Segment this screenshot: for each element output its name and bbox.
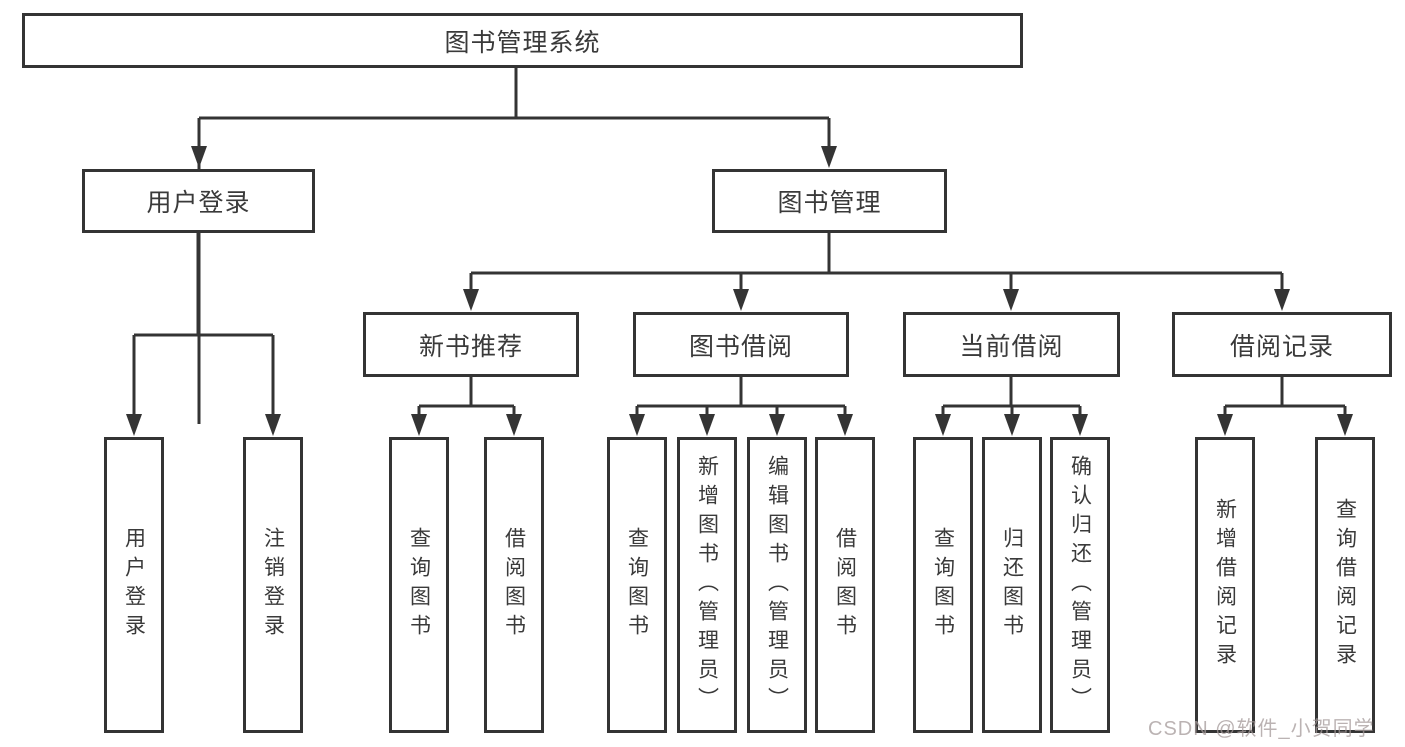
node-label: 图书借阅 bbox=[688, 332, 793, 361]
leaf-label: 查询借阅记录 bbox=[1333, 498, 1357, 672]
leaf-label: 新增借阅记录 bbox=[1213, 498, 1237, 672]
leaf-label: 归还图书 bbox=[1000, 527, 1024, 643]
leaf-user-login: 用户登录 bbox=[104, 437, 164, 733]
leaf-add-books-admin: 新增图书（管理员） bbox=[677, 437, 737, 733]
leaf-label: 借阅图书 bbox=[833, 527, 857, 643]
leaf-query-books-current: 查询图书 bbox=[913, 437, 973, 733]
node-current-borrow: 当前借阅 bbox=[903, 312, 1120, 377]
leaf-label: 注销登录 bbox=[261, 527, 285, 643]
leaf-label: 借阅图书 bbox=[502, 527, 526, 643]
leaf-logout: 注销登录 bbox=[243, 437, 303, 733]
leaf-confirm-return-admin: 确认归还（管理员） bbox=[1050, 437, 1110, 733]
leaf-label: 编辑图书（管理员） bbox=[765, 454, 789, 716]
node-book-management: 图书管理 bbox=[712, 169, 947, 233]
node-book-borrow: 图书借阅 bbox=[633, 312, 849, 377]
node-label: 借阅记录 bbox=[1229, 332, 1334, 361]
leaf-label: 查询图书 bbox=[625, 527, 649, 643]
leaf-query-books-recommend: 查询图书 bbox=[389, 437, 449, 733]
leaf-edit-books-admin: 编辑图书（管理员） bbox=[747, 437, 807, 733]
leaf-label: 新增图书（管理员） bbox=[695, 454, 719, 716]
node-label: 新书推荐 bbox=[418, 332, 523, 361]
leaf-borrow-books: 借阅图书 bbox=[815, 437, 875, 733]
leaf-query-borrow-record: 查询借阅记录 bbox=[1315, 437, 1375, 733]
node-new-book-recommend: 新书推荐 bbox=[363, 312, 579, 377]
arrowheads bbox=[126, 146, 1353, 436]
leaf-borrow-books-recommend: 借阅图书 bbox=[484, 437, 544, 733]
node-library-system-root: 图书管理系统 bbox=[22, 13, 1023, 68]
leaf-add-borrow-record: 新增借阅记录 bbox=[1195, 437, 1255, 733]
node-borrow-records: 借阅记录 bbox=[1172, 312, 1392, 377]
leaf-label: 查询图书 bbox=[931, 527, 955, 643]
node-label: 当前借阅 bbox=[959, 332, 1064, 361]
leaf-label: 用户登录 bbox=[122, 527, 146, 643]
node-user-login-branch: 用户登录 bbox=[82, 169, 315, 233]
node-label: 图书管理系统 bbox=[444, 28, 601, 57]
node-label: 图书管理 bbox=[777, 189, 882, 217]
node-label: 用户登录 bbox=[146, 189, 251, 217]
leaf-label: 确认归还（管理员） bbox=[1068, 454, 1092, 716]
leaf-label: 查询图书 bbox=[407, 527, 431, 643]
leaf-query-books-borrow: 查询图书 bbox=[607, 437, 667, 733]
leaf-return-books: 归还图书 bbox=[982, 437, 1042, 733]
csdn-watermark: CSDN @软件_小贺同学 bbox=[1148, 718, 1375, 740]
